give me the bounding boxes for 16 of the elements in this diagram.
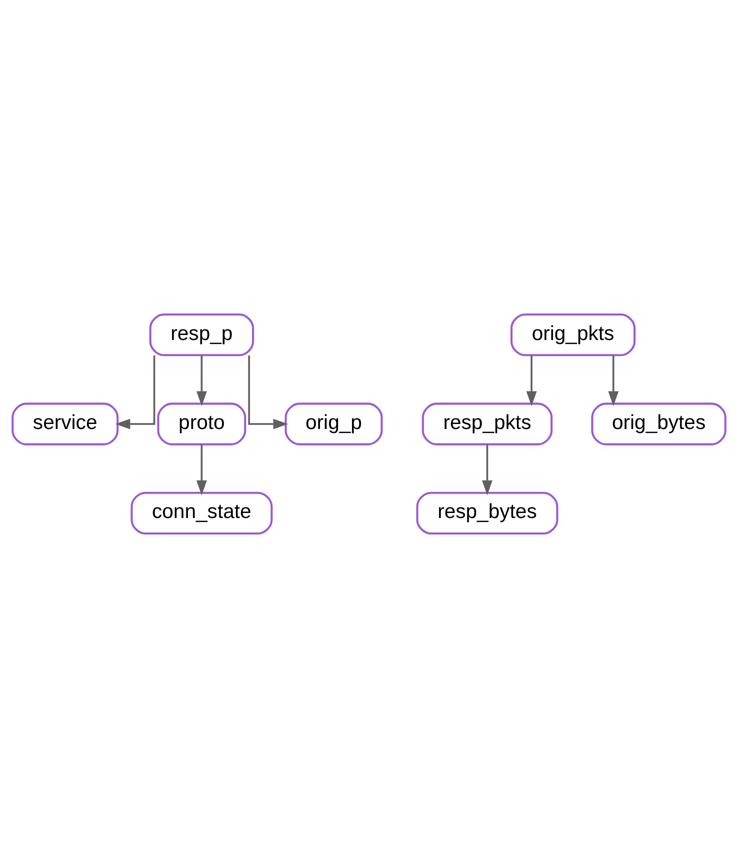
arrow	[196, 444, 207, 496]
node-box: orig_bytes	[591, 402, 726, 446]
node-box: resp_p	[149, 314, 254, 356]
node-box: resp_pkts	[422, 402, 553, 446]
arrow	[115, 356, 156, 430]
arrow	[482, 444, 492, 496]
arrow	[526, 356, 537, 406]
node-box: resp_bytes	[416, 492, 558, 534]
node-box: proto	[157, 402, 246, 446]
node-box: orig_pkts	[510, 314, 636, 356]
arrow	[196, 356, 207, 406]
node-box: service	[12, 402, 119, 446]
node-box: conn_state	[130, 492, 273, 534]
arrow	[248, 356, 288, 430]
arrow	[608, 356, 619, 406]
node-box: orig_p	[284, 402, 383, 446]
